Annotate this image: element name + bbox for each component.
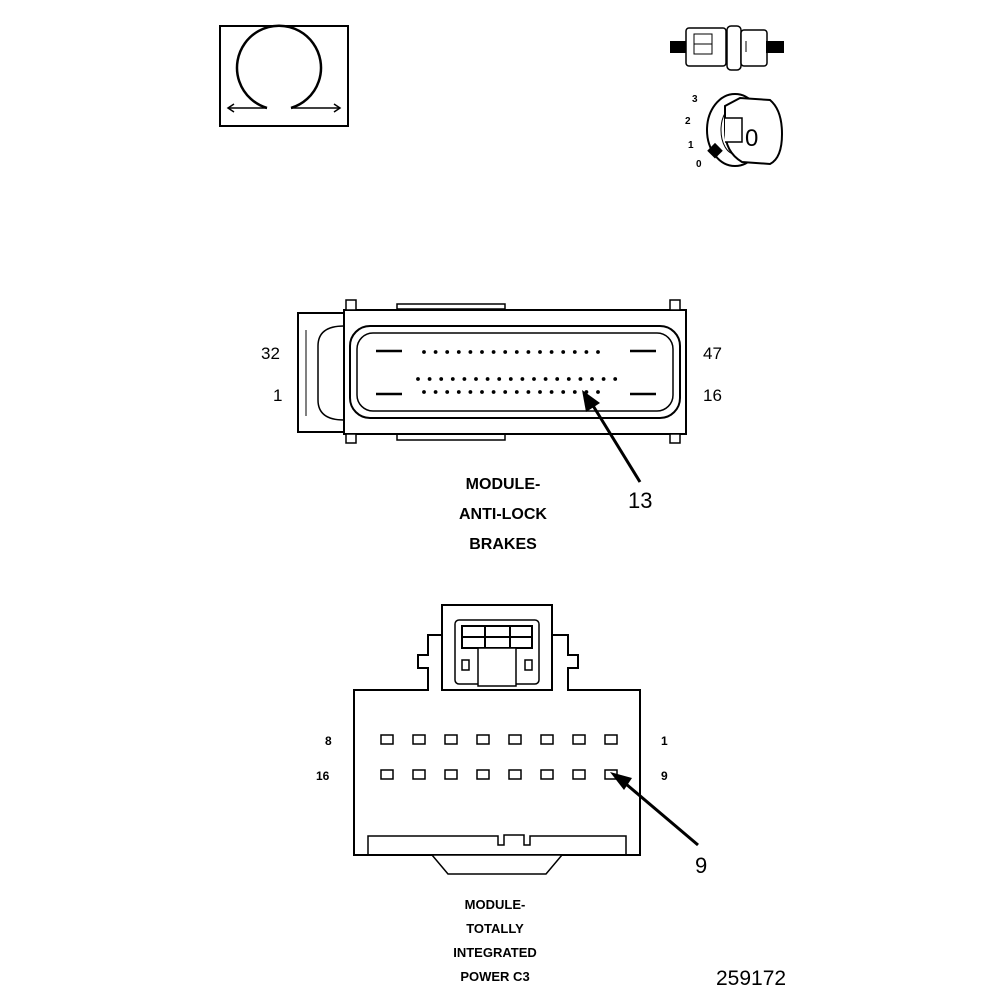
pin-dot: [578, 377, 583, 381]
pin-dot: [543, 377, 548, 381]
abs-pin-grid: [416, 350, 618, 394]
tipm-callout-number: 9: [695, 853, 707, 878]
key-position-label: 0: [745, 125, 758, 152]
tipm-callout-arrow: [610, 772, 699, 847]
pin-dot: [468, 390, 473, 394]
pin-dot: [526, 390, 531, 394]
pin-dot: [462, 377, 467, 381]
pin-dot: [566, 377, 571, 381]
pin-dot: [427, 377, 432, 381]
pin-dot: [433, 390, 438, 394]
pin-dot: [439, 377, 444, 381]
key-position-3: 3: [692, 94, 698, 105]
pin-dot: [474, 377, 478, 381]
key-position-2: 2: [685, 116, 691, 127]
pin-dot: [456, 390, 461, 394]
tipm-pin-label-8: 8: [325, 734, 332, 748]
abs-pin-label-47: 47: [703, 344, 722, 363]
pin-dot: [520, 377, 525, 381]
pin-dot: [549, 390, 554, 394]
tipm-title-line-3: INTEGRATED: [453, 945, 537, 960]
pin-dot: [561, 390, 566, 394]
abs-connector: [297, 299, 687, 444]
pin-dot: [538, 390, 542, 394]
tipm-pin-label-9: 9: [661, 769, 668, 783]
pin-cavity: [572, 769, 586, 780]
pin-dot: [572, 390, 577, 394]
tipm-title-line-4: POWER C3: [460, 969, 529, 984]
pin-dot: [422, 390, 426, 394]
tipm-pin-label-1: 1: [661, 734, 668, 748]
tipm-pin-grid: [380, 734, 618, 780]
pin-dot: [445, 390, 450, 394]
abs-title-line-3: BRAKES: [469, 536, 537, 553]
pin-dot: [561, 350, 566, 354]
pin-dot: [503, 350, 508, 354]
abs-title-line-2: ANTI-LOCK: [459, 506, 547, 523]
tipm-pin-label-16: 16: [316, 769, 330, 783]
pin-dot: [485, 377, 490, 381]
pin-dot: [601, 377, 606, 381]
abs-callout-arrow: [582, 390, 642, 483]
pin-cavity: [444, 734, 458, 745]
key-position-1: 1: [688, 140, 694, 151]
figure-id: 259172: [716, 967, 786, 990]
pin-dot: [491, 390, 496, 394]
pin-dot: [572, 350, 577, 354]
pin-cavity: [476, 734, 490, 745]
abs-pin-label-16: 16: [703, 386, 722, 405]
pin-dot: [456, 350, 461, 354]
pin-dot: [433, 350, 438, 354]
pin-cavity: [380, 734, 394, 745]
pin-dot: [491, 350, 496, 354]
pin-dot: [480, 350, 484, 354]
tipm-title-line-1: MODULE-: [465, 897, 526, 912]
ohm-icon: [219, 24, 349, 127]
pin-cavity: [604, 734, 618, 745]
pin-dot: [555, 377, 560, 381]
pin-cavity: [380, 769, 394, 780]
connector-probe-icon: [670, 25, 784, 71]
pin-dot: [613, 377, 618, 381]
pin-dot: [538, 350, 542, 354]
abs-title-line-1: MODULE-: [466, 476, 541, 493]
pin-dot: [526, 350, 531, 354]
pin-dot: [468, 350, 473, 354]
pin-cavity: [444, 769, 458, 780]
pin-dot: [422, 350, 426, 354]
pin-dot: [503, 390, 508, 394]
abs-callout-number: 13: [628, 488, 652, 513]
pin-cavity: [508, 769, 522, 780]
pin-dot: [508, 377, 513, 381]
pin-dot: [445, 350, 450, 354]
pin-dot: [590, 377, 594, 381]
pin-dot: [416, 377, 420, 381]
key-position-0: 0: [696, 159, 702, 170]
pin-dot: [514, 350, 519, 354]
pin-dot: [596, 350, 600, 354]
tipm-title-line-2: TOTALLY: [466, 921, 524, 936]
pin-cavity: [540, 769, 554, 780]
ignition-key-icon: 0 3 2 1 0: [685, 93, 784, 170]
abs-pin-label-32: 32: [261, 344, 280, 363]
tipm-connector: [353, 604, 641, 875]
pin-cavity: [476, 769, 490, 780]
pin-dot: [450, 377, 455, 381]
pin-cavity: [412, 769, 426, 780]
abs-pin-label-1: 1: [273, 386, 282, 405]
pin-cavity: [412, 734, 426, 745]
pin-dot: [532, 377, 536, 381]
pin-cavity: [508, 734, 522, 745]
pin-dot: [497, 377, 502, 381]
pin-dot: [480, 390, 484, 394]
pin-dot: [596, 390, 600, 394]
pin-dot: [584, 350, 589, 354]
pin-cavity: [572, 734, 586, 745]
pin-cavity: [540, 734, 554, 745]
pin-dot: [549, 350, 554, 354]
pin-dot: [514, 390, 519, 394]
